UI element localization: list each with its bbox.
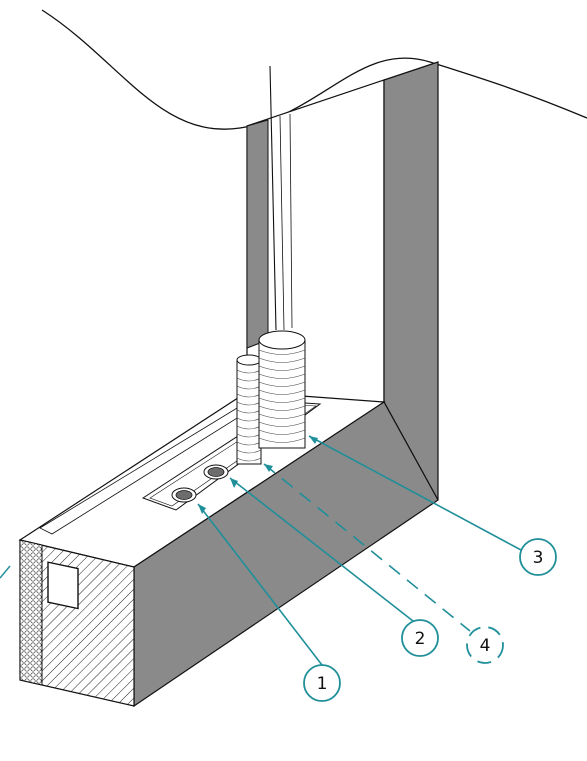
leader-4 [263, 463, 471, 632]
hole-1 [171, 487, 197, 503]
hole-2 [203, 464, 229, 480]
callout-3: 3 [519, 538, 557, 576]
leader-1 [197, 503, 323, 666]
break-line [41, 9, 587, 130]
pipe-large [258, 330, 306, 449]
leader-lines [197, 435, 522, 666]
leader-arrowheads [198, 436, 318, 514]
edge-marker [0, 565, 11, 579]
svg-text:3: 3 [533, 548, 544, 568]
callout-4: 4 [466, 626, 504, 664]
callout-1: 1 [303, 664, 341, 702]
leader-3 [308, 435, 522, 551]
svg-text:4: 4 [480, 636, 491, 656]
svg-text:2: 2 [415, 629, 426, 649]
sill-body [18, 391, 439, 708]
callout-2: 2 [401, 619, 439, 657]
pipe-small [236, 354, 262, 465]
svg-text:1: 1 [317, 674, 328, 694]
leader-2 [229, 477, 414, 622]
